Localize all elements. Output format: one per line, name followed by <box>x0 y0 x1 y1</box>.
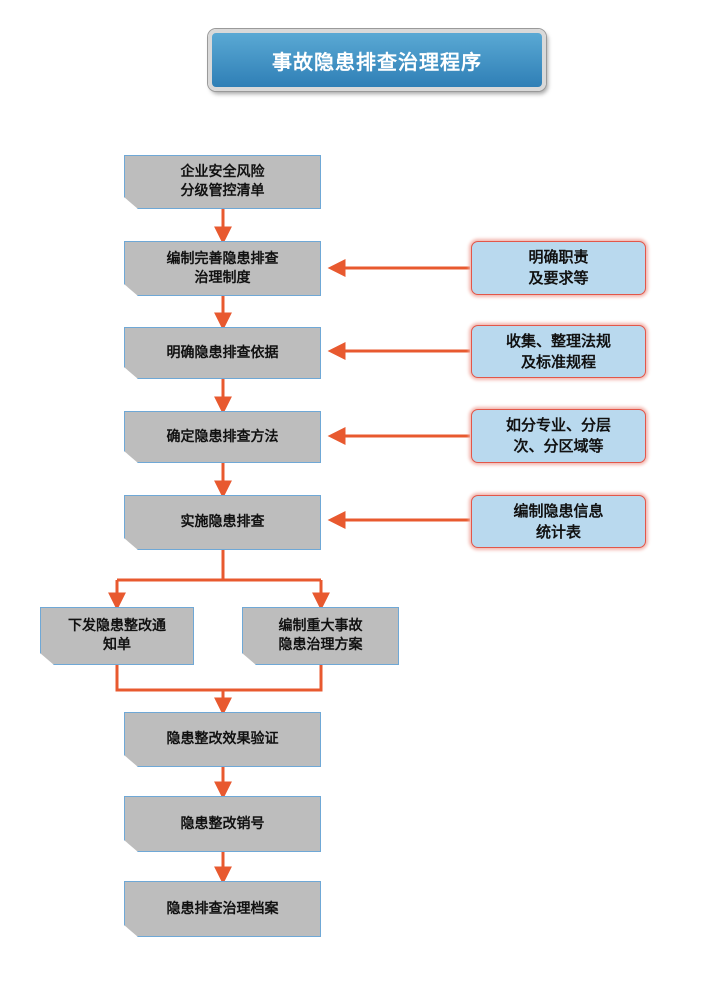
step-risk-control-list: 企业安全风险 分级管控清单 <box>124 155 321 209</box>
step-investigation-basis: 明确隐患排查依据 <box>124 327 321 379</box>
step-rectification-closure: 隐患整改销号 <box>124 796 321 852</box>
diagram-title: 事故隐患排查治理程序 <box>208 29 546 91</box>
step-major-hazard-plan: 编制重大事故 隐患治理方案 <box>242 607 399 665</box>
note-regulations: 收集、整理法规 及标准规程 <box>471 325 646 378</box>
note-duties: 明确职责 及要求等 <box>471 241 646 295</box>
note-layered-method: 如分专业、分层 次、分区域等 <box>471 409 646 463</box>
step-implement-investigation: 实施隐患排查 <box>124 495 321 550</box>
branch-connector <box>117 550 225 582</box>
merge-connector <box>115 665 323 692</box>
step-investigation-system: 编制完善隐患排查 治理制度 <box>124 241 321 296</box>
step-rectification-verification: 隐患整改效果验证 <box>124 712 321 767</box>
step-rectification-notice: 下发隐患整改通 知单 <box>40 607 194 665</box>
note-statistics-table: 编制隐患信息 统计表 <box>471 495 646 548</box>
step-governance-archive: 隐患排查治理档案 <box>124 881 321 937</box>
step-investigation-method: 确定隐患排查方法 <box>124 411 321 463</box>
